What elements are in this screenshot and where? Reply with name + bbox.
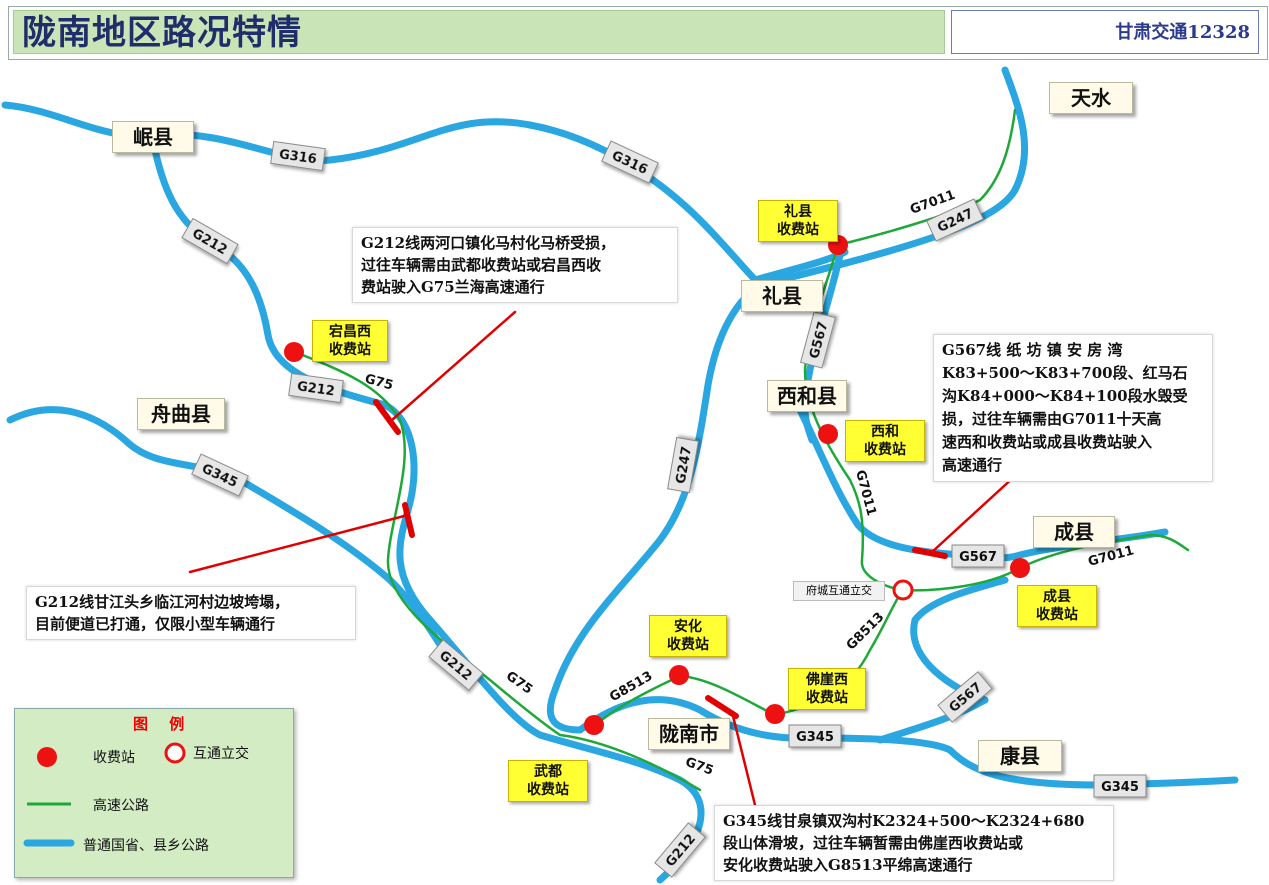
legend-toll-icon — [37, 747, 57, 767]
legend-expressway-label: 高速公路 — [93, 798, 149, 814]
damage-marker-zhifang — [912, 547, 948, 559]
road-shields: G316 G316 G212 G212 G212 G212 G345 G345 … — [181, 140, 1147, 878]
city-tianshui: 天水 — [1049, 82, 1133, 114]
note-line: G212线两河口镇化马村化马桥受损， — [361, 234, 616, 252]
toll-label-dangchang-west: 宕昌西 收费站 — [312, 320, 388, 362]
note-line: K83+500～K83+700段、红马石 — [942, 364, 1188, 382]
toll-dot-anhua — [669, 665, 689, 685]
toll-dot-xihe — [818, 424, 838, 444]
toll-dot-dangchang-west — [284, 342, 304, 362]
org-label: 甘肃交通12328 — [951, 10, 1259, 54]
shield-g567-b: G567 — [959, 550, 997, 565]
pointer-line-n1 — [390, 310, 517, 422]
expressway-g7011-north — [836, 108, 1017, 247]
road-g247-south — [546, 281, 764, 734]
toll-dot-wudu — [584, 715, 604, 735]
city-longnan: 陇南市 — [648, 718, 730, 750]
legend-toll-label: 收费站 — [93, 750, 135, 766]
note-line: G212线甘江头乡临江河村边坡垮塌， — [35, 593, 290, 611]
toll-dot-foyaxi — [765, 704, 785, 724]
label-g75-c: G75 — [683, 755, 715, 779]
legend-road-label: 普通国省、县乡公路 — [83, 838, 209, 854]
pointer-line-n3 — [188, 513, 410, 574]
toll-label-wudu: 武都 收费站 — [508, 760, 588, 802]
city-xihe: 西和县 — [767, 380, 847, 412]
road-g247-north — [756, 66, 1029, 289]
city-chengxian: 成县 — [1033, 516, 1115, 548]
expressway-g7011-mid — [803, 243, 1190, 592]
toll-label-foyaxi: 佛崖西 收费站 — [788, 668, 866, 710]
pointer-line-n2 — [930, 474, 1017, 554]
interchange-label: 府城互通立交 — [793, 581, 885, 601]
legend-interchange-label: 互通立交 — [193, 746, 249, 762]
note-line: 过往车辆需由武都收费站或宕昌西收 — [361, 256, 602, 274]
shield-g212-b: G212 — [296, 379, 336, 399]
expressway-g75 — [293, 350, 702, 792]
legend-title: 图 例 — [133, 715, 193, 733]
note-line: G345线甘泉镇双沟村K2324+500～K2324+680 — [723, 812, 1085, 830]
note-line: 速西和收费站或成县收费站驶入 — [942, 433, 1153, 451]
damage-markers — [188, 310, 1017, 807]
note-line: 段山体滑坡，过往车辆暂需由佛崖西收费站或 — [723, 834, 1024, 852]
shield-g247-b: G247 — [674, 445, 695, 485]
toll-station-markers — [284, 235, 1030, 735]
shield-g345-c: G345 — [1101, 780, 1139, 795]
toll-dot-chengxian — [1010, 558, 1030, 578]
note-line: 高速通行 — [942, 456, 1003, 474]
damage-marker-ganjiangtou — [402, 502, 415, 538]
toll-label-chengxian: 成县 收费站 — [1017, 585, 1097, 627]
map-legend: 图 例 收费站 互通立交 高速公路 普通国省、县乡公路 — [14, 708, 294, 878]
city-lixian: 礼县 — [741, 280, 823, 312]
road-chengxian-kangxian — [910, 576, 1009, 704]
header-bar: 陇南地区路况特情 甘肃交通12328 — [8, 6, 1268, 60]
note-line: 损，过往车辆需由G7011十天高 — [942, 410, 1162, 428]
legend-symbols — [23, 742, 186, 847]
page-title: 陇南地区路况特情 — [13, 10, 945, 54]
note-line: 费站驶入G75兰海高速通行 — [361, 278, 545, 296]
road-g567-south — [876, 696, 989, 744]
shield-g345-b: G345 — [796, 730, 834, 745]
note-huama-bridge: G212线两河口镇化马村化马桥受损， 过往车辆需由武都收费站或宕昌西收 费站驶入… — [352, 227, 678, 303]
note-line: 目前便道已打通，仅限小型车辆通行 — [35, 615, 276, 633]
note-g345-landslide: G345线甘泉镇双沟村K2324+500～K2324+680 段山体滑坡，过往车… — [714, 805, 1114, 881]
note-line: 安化收费站驶入G8513平绵高速通行 — [723, 856, 973, 874]
toll-label-xihe: 西和 收费站 — [845, 420, 925, 462]
note-line: G567线 纸 坊 镇 安 房 湾 — [942, 341, 1123, 359]
city-zhouqu: 舟曲县 — [137, 398, 225, 430]
damage-marker-shuanggou — [705, 695, 739, 719]
city-kangxian: 康县 — [978, 740, 1062, 772]
damage-marker-huama — [373, 399, 401, 435]
interchange-marker — [892, 579, 914, 601]
legend-interchange-icon — [164, 742, 186, 764]
label-g75-a: G75 — [363, 372, 395, 394]
note-g567-flood: G567线 纸 坊 镇 安 房 湾 K83+500～K83+700段、红马石 沟… — [933, 334, 1213, 482]
toll-label-anhua: 安化 收费站 — [649, 615, 727, 657]
shield-g316-a: G316 — [278, 147, 318, 167]
note-line: 沟K84+000～K84+100段水毁受 — [942, 387, 1188, 405]
toll-label-lixian: 礼县 收费站 — [758, 200, 838, 242]
pointer-line-n4 — [731, 714, 757, 807]
city-minxian: 岷县 — [112, 121, 194, 153]
note-ganjiangtou-collapse: G212线甘江头乡临江河村边坡垮塌， 目前便道已打通，仅限小型车辆通行 — [26, 586, 356, 640]
